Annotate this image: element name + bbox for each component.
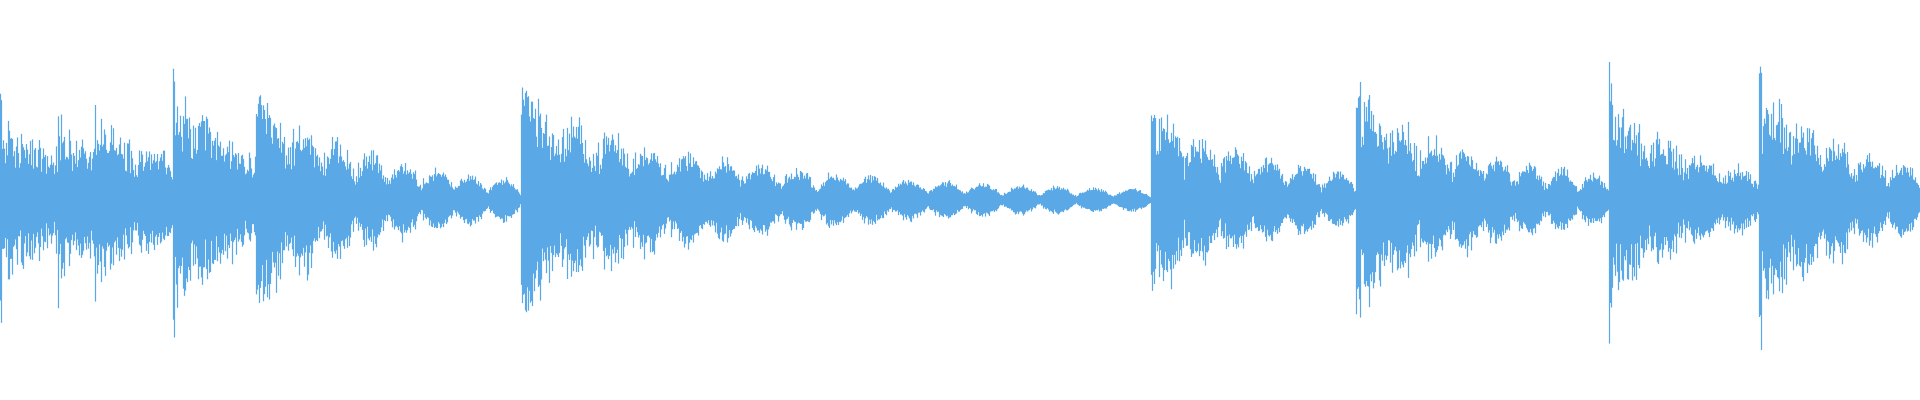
waveform-bars bbox=[0, 61, 1920, 350]
